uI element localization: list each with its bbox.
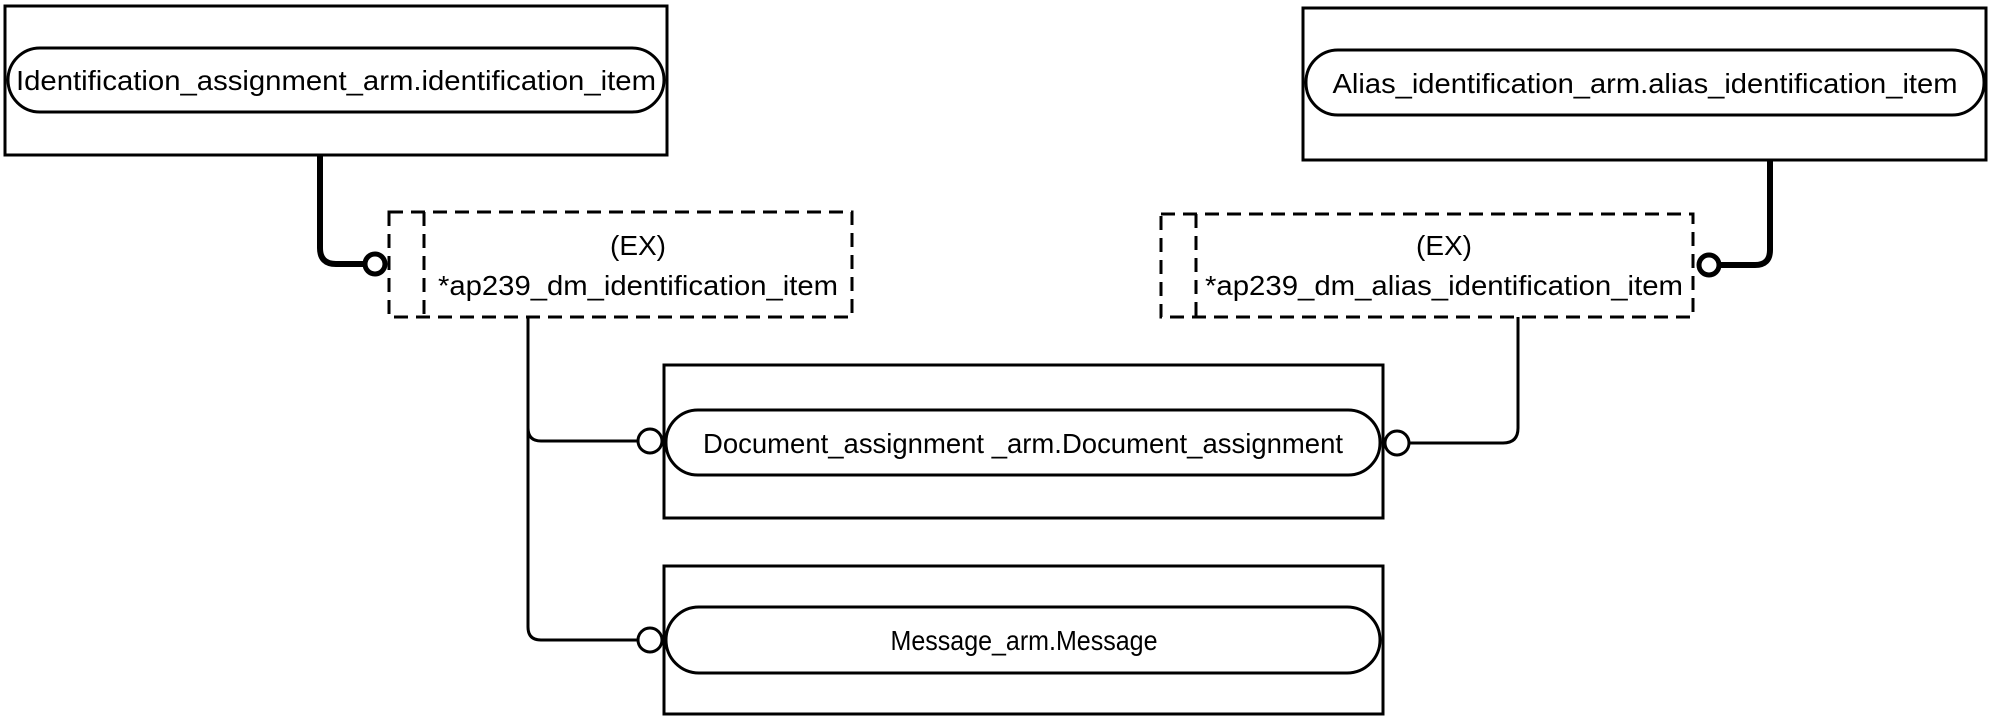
entity-label: Alias_identification_arm.alias_identific…: [1333, 68, 1958, 99]
select-tag: (EX): [1416, 230, 1472, 261]
connector-line: [1720, 160, 1773, 268]
connector-end-circle-icon: [1383, 429, 1411, 457]
select-frame: [387, 210, 854, 319]
connector-line-document: [1409, 317, 1520, 445]
entity-alias-identification-item[interactable]: Alias_identification_arm.alias_identific…: [1301, 6, 1988, 162]
entity-label: Document_assignment _arm.Document_assign…: [703, 428, 1343, 459]
connector-line-document: [526, 427, 638, 443]
connector-end-circle-icon: [362, 251, 388, 277]
connector-right-select-member: [1383, 317, 1520, 457]
connector-end-circle-icon: [636, 427, 664, 455]
select-type-dm-identification-item[interactable]: (EX) *ap239_dm_identification_item: [387, 210, 854, 319]
entity-pill: [6, 46, 666, 114]
connector-left-extends: [317, 155, 388, 277]
connector-end-circle-icon: [636, 626, 664, 654]
connector-left-select-members: [526, 317, 664, 654]
entity-document-assignment[interactable]: Document_assignment _arm.Document_assign…: [662, 363, 1385, 520]
entity-message[interactable]: Message_arm.Message: [662, 564, 1385, 716]
select-label: *ap239_dm_identification_item: [438, 270, 838, 301]
connector-line: [317, 155, 364, 267]
connector-right-extends: [1696, 160, 1773, 278]
entity-identification-item[interactable]: Identification_assignment_arm.identifica…: [3, 4, 669, 157]
connector-end-circle-icon: [1696, 252, 1722, 278]
select-type-dm-alias-identification-item[interactable]: (EX) *ap239_dm_alias_identification_item: [1159, 212, 1695, 319]
select-tag: (EX): [610, 230, 666, 261]
entity-label: Identification_assignment_arm.identifica…: [16, 65, 656, 96]
entity-label: Message_arm.Message: [891, 625, 1158, 656]
select-label: *ap239_dm_alias_identification_item: [1205, 270, 1683, 301]
connector-line-message: [526, 317, 638, 642]
entity-pill: [664, 408, 1382, 477]
entity-pill: [1304, 48, 1986, 117]
entity-pill: [664, 605, 1382, 675]
select-frame: [1159, 212, 1695, 319]
